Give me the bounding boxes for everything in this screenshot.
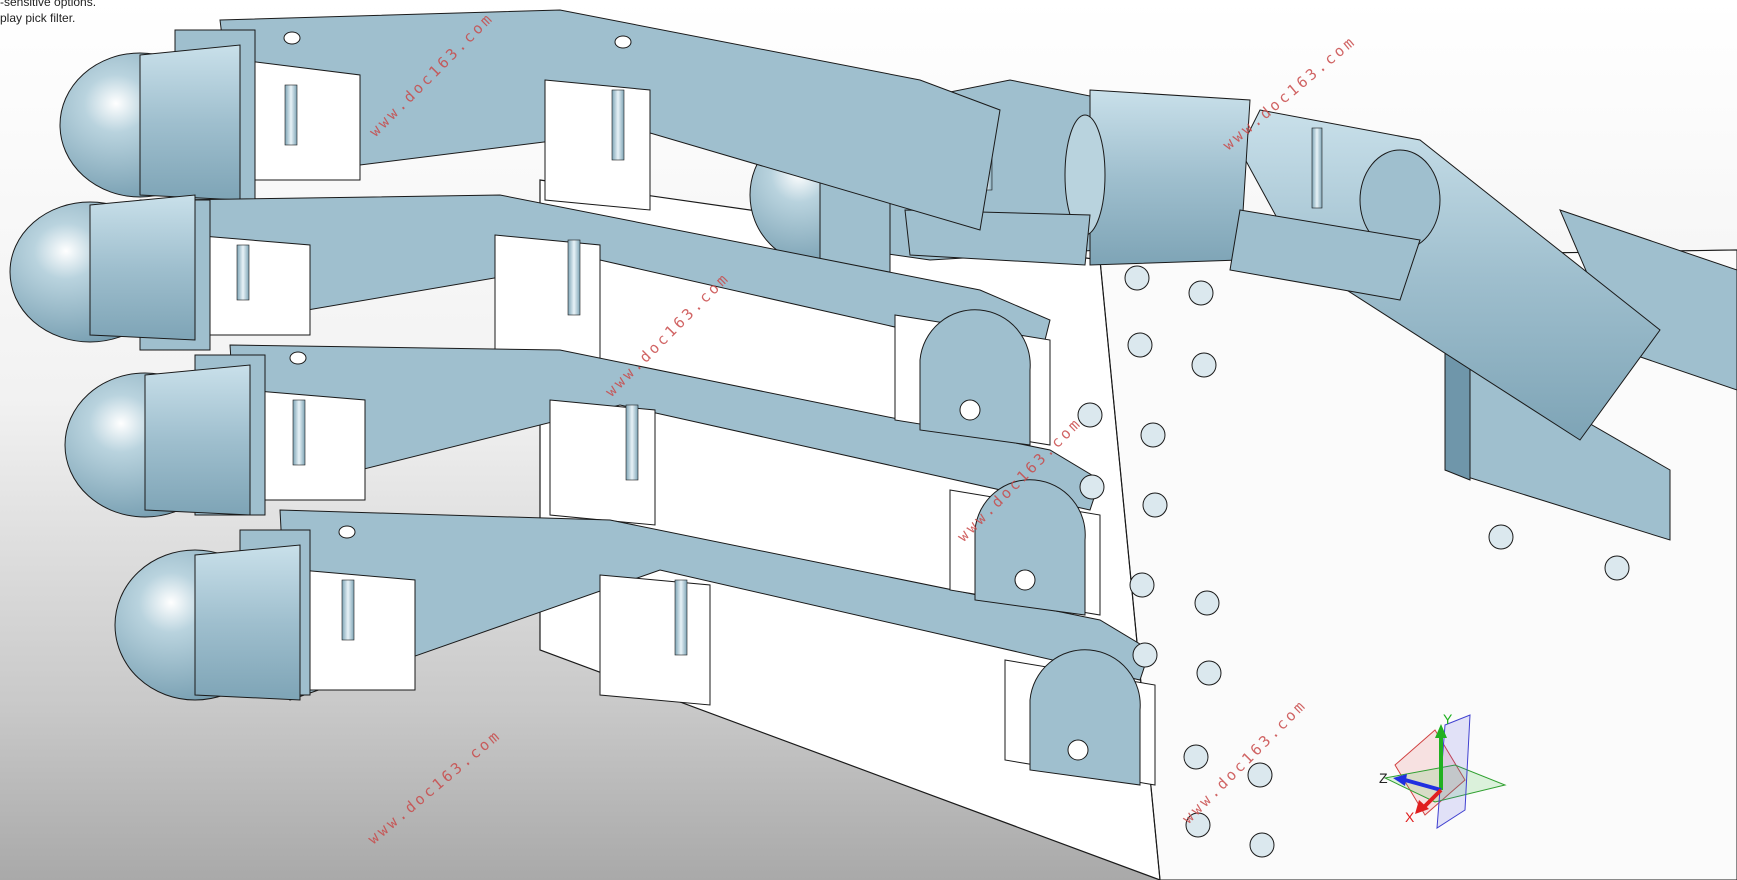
z-axis-icon [1404,778,1442,792]
thumb-bracket[interactable] [1444,209,1737,541]
finger-index[interactable] [59,9,1001,231]
finger-little[interactable] [114,509,1151,706]
finger-middle[interactable] [9,194,1051,361]
orientation-triad[interactable]: Y Z X [1375,710,1515,840]
viewport-hint-text: -sensitive options. play pick filter. [0,0,96,26]
knuckle-brackets [894,309,1156,786]
x-axis-label: X [1405,809,1415,825]
hint-line-1: -sensitive options. [0,0,97,9]
finger-ring[interactable] [64,344,1101,526]
z-axis-label: Z [1379,770,1388,786]
screw-holes [1077,265,1630,858]
hint-line-2: play pick filter. [0,11,76,25]
x-axis-icon [1423,788,1443,808]
y-axis-label: Y [1443,711,1453,727]
